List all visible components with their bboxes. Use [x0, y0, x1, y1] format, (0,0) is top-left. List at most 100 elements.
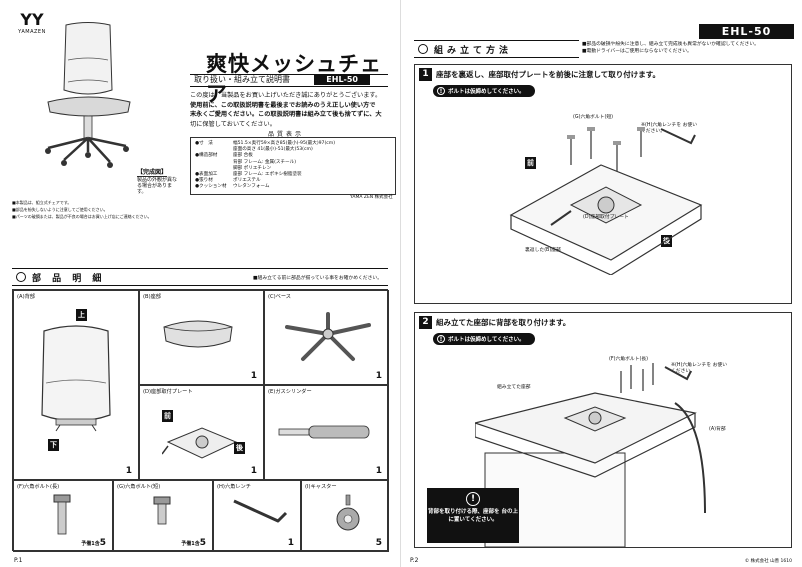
- part-label: (B)座部: [143, 294, 161, 300]
- step-number: 1: [419, 68, 432, 81]
- model-badge: EHL-50: [699, 24, 794, 39]
- exclamation-icon: !: [466, 492, 480, 506]
- seat-label: 裏返した(B)座部: [525, 248, 561, 253]
- assembly-notes: ■部品の破損や紛失に注意し、組み立て完成後も異常がないか確認してください。 ■電…: [582, 42, 759, 55]
- spec-row: ●張り材ポリエステル: [195, 178, 261, 184]
- page-number: P.2: [410, 557, 419, 564]
- base-illustration: [285, 312, 371, 361]
- part-quantity: 1: [287, 538, 294, 548]
- part-f-cell: (F)六角ボルト(長) 予備1含5: [13, 480, 113, 552]
- logo-name: YAMAZEN: [18, 29, 46, 35]
- part-c-cell: (C)ベース 1: [264, 290, 389, 385]
- part-quantity: 予備1含5: [81, 538, 106, 548]
- part-label: (H)六角レンチ: [217, 484, 251, 490]
- caution-text: 背部を取り付ける際、座部を 台の上に置いてください。: [428, 509, 518, 523]
- front-tag: 前: [525, 157, 536, 169]
- step-2-header: 2 組み立てた座部に背部を取り付けます。: [415, 313, 791, 332]
- step-1-header: 1 座部を裏返し、座部取付プレートを前後に注意して取り付けます。: [415, 65, 791, 84]
- part-label: (C)ベース: [268, 294, 291, 300]
- long-bolt-illustration: [53, 494, 71, 535]
- part-a-cell: (A)背部 上 下 1: [13, 290, 139, 480]
- hex-wrench-illustration: [233, 499, 288, 523]
- general-notes: ■本製品は、組立式チェアです。 ■部品を紛失しないように注意してご使用ください。…: [12, 199, 152, 220]
- spec-title: 品質表示: [268, 131, 305, 138]
- tighten-warning: !ボルトは仮締めしてください。: [433, 333, 535, 345]
- logo-mark: YY: [20, 10, 44, 29]
- front-tag: 前: [162, 410, 173, 422]
- intro-line-1: この度は、当製品をお買い上げいただき誠にありがとうございます。: [190, 92, 382, 99]
- page-number: P.1: [14, 557, 23, 564]
- page-2: EHL-50 組み立て方法 ■部品の破損や紛失に注意し、組み立て完成後も異常がな…: [404, 0, 802, 567]
- assembly-section-title: 組み立て方法: [434, 45, 513, 56]
- wrench-label: ※(H)六角レンチを お使いください。: [641, 123, 698, 134]
- parts-section-header: 部 品 明 細 ■組み立てる前に部品が揃っている事をお確かめください。: [12, 268, 388, 286]
- part-e-cell: (E)ガスシリンダー 1: [264, 385, 389, 480]
- part-quantity: 1: [250, 371, 257, 381]
- gas-cylinder-illustration: [278, 425, 370, 439]
- completed-figure-note: 製品の外観が異なる場合があります。: [137, 177, 178, 195]
- caster-illustration: [336, 494, 360, 531]
- part-quantity: 1: [125, 466, 132, 476]
- spec-table: ●寸 法幅51.5×奥行59×高さ85(最小)-95(最大)97(cm) 座面の…: [190, 137, 396, 195]
- step-title: 座部を裏返し、座部取付プレートを前後に注意して取り付けます。: [436, 70, 661, 79]
- parts-section-note: ■組み立てる前に部品が揃っている事をお確かめください。: [252, 275, 382, 281]
- part-label: (F)六角ボルト(長): [17, 484, 60, 490]
- step-number: 2: [419, 316, 432, 329]
- part-h-cell: (H)六角レンチ 1: [213, 480, 301, 552]
- footer-copyright: © 株式会社 山善 1610: [744, 559, 792, 564]
- manual-subtitle: 取り扱い・組み立て説明書: [194, 75, 290, 84]
- completed-figure-heading: 【完成図】: [137, 169, 168, 177]
- assembled-seat-label: 組み立てた座部: [497, 385, 531, 390]
- spec-row: ●表面加工座部 フレーム: エポキシ樹脂塗装: [195, 172, 302, 178]
- intro-line-4: 切に保管しておいてください。: [190, 120, 276, 128]
- spec-row: ●構造部材座部 合板: [195, 153, 253, 159]
- part-label: (D)座部取付プレート: [143, 389, 193, 395]
- part-quantity: 1: [250, 466, 257, 476]
- part-quantity: 1: [375, 466, 382, 476]
- bottom-tag: 下: [48, 439, 59, 451]
- assembly-section-header: 組み立て方法: [414, 40, 579, 58]
- note-line: ■電動ドライバーはご使用にならないでください。: [582, 48, 692, 54]
- part-d-cell: (D)座部取付プレート 前 後 1: [139, 385, 264, 480]
- part-label: (I)キャスター: [305, 484, 337, 490]
- part-label: (G)六角ボルト(短): [117, 484, 161, 490]
- page-divider: [400, 0, 401, 567]
- back-tag: 後: [234, 442, 245, 454]
- product-title: 爽快メッシュチェア: [206, 52, 382, 106]
- step-title: 組み立てた座部に背部を取り付けます。: [436, 318, 571, 327]
- spec-row: 座面の高さ 41(最小)-51(最大)53(cm): [233, 147, 313, 153]
- part-label: (E)ガスシリンダー: [268, 389, 312, 395]
- note-line: ■部品の破損や紛失に注意し、組み立て完成後も異常がないか確認してください。: [582, 42, 759, 47]
- top-tag: 上: [76, 309, 87, 321]
- plate-label: (D)座部取付プレート: [583, 215, 629, 220]
- part-quantity: 5: [375, 538, 382, 548]
- exclamation-icon: !: [437, 335, 445, 343]
- seat-illustration: [163, 320, 233, 348]
- spec-row: 脚部 ポリエチレン: [233, 165, 272, 171]
- part-g-cell: (G)六角ボルト(短) 予備1含5: [113, 480, 213, 552]
- parts-section-title: 部 品 明 細: [32, 273, 106, 284]
- bolt-label: (F)六角ボルト(長): [609, 357, 649, 362]
- part-label: (A)背部: [17, 294, 35, 300]
- spec-row: ●クッション材ウレタンフォーム: [195, 184, 270, 190]
- part-quantity: 予備1含5: [181, 538, 206, 548]
- tighten-warning: !ボルトは仮締めしてください。: [433, 85, 535, 97]
- brand-logo: YY YAMAZEN: [12, 10, 52, 35]
- parts-grid: (A)背部 上 下 1 (B)座部 1 (C)ベース: [12, 289, 389, 552]
- note-line: ■部品を紛失しないように注意してご使用ください。: [12, 207, 108, 212]
- completed-figure-caption: 【完成図】 製品の外観が異なる場合があります。: [137, 170, 179, 195]
- backrest-label: (A)背部: [709, 427, 726, 432]
- short-bolt-illustration: [153, 496, 171, 525]
- backrest-illustration: [41, 325, 111, 432]
- part-i-cell: (I)キャスター 5: [301, 480, 389, 552]
- section-bullet-icon: [418, 44, 428, 54]
- chair-illustration: [45, 22, 131, 168]
- page-1: YY YAMAZEN 【完成図】 製品の外観が異なる場合があります。 爽快メッシ…: [0, 0, 398, 567]
- spec-row: 背部 フレーム: 金属(スチール): [233, 159, 297, 165]
- wrench-label: ※(H)六角レンチを お使いください。: [671, 363, 728, 374]
- step-2-diagram: [475, 363, 706, 547]
- seat-plate-illustration: [162, 427, 238, 459]
- step-2: 2 組み立てた座部に背部を取り付けます。 !ボルトは仮締めしてください。 (F)…: [414, 312, 792, 548]
- spec-row: ●寸 法幅51.5×奥行59×高さ85(最小)-95(最大)97(cm): [195, 141, 336, 146]
- part-b-cell: (B)座部 1: [139, 290, 264, 385]
